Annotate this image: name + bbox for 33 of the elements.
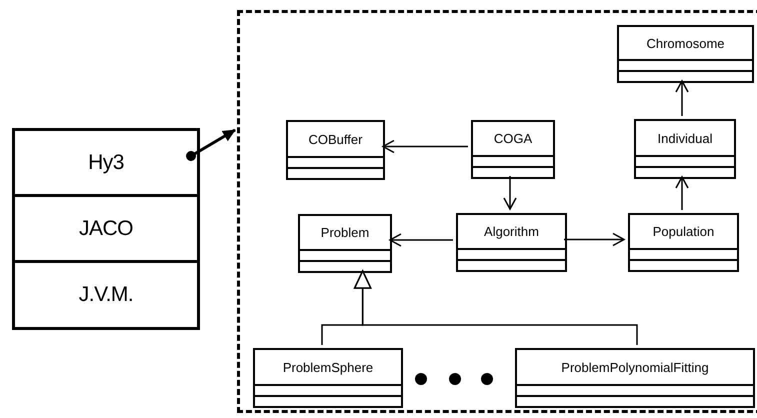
class-box <box>456 213 567 272</box>
inheritance-arrow <box>354 270 638 345</box>
class-box <box>253 348 403 408</box>
class-name: COBuffer <box>308 132 362 146</box>
arrow <box>389 233 453 247</box>
class-box <box>515 348 755 408</box>
class-name: ProblemSphere <box>282 360 374 374</box>
class-box <box>286 120 385 180</box>
class-box <box>634 119 736 179</box>
class-name: Population <box>652 225 714 238</box>
class-name: Algorithm <box>484 225 539 238</box>
layer-box <box>12 194 200 263</box>
class-box <box>628 213 739 272</box>
class-box <box>298 214 392 273</box>
arrow <box>675 176 689 210</box>
class-box <box>617 25 754 83</box>
dashed-frame <box>237 10 757 413</box>
layer-box <box>12 260 200 330</box>
arrow <box>675 80 689 116</box>
layer-label: J.V.M. <box>78 282 134 308</box>
class-name: Individual <box>658 132 712 144</box>
layer-label: Hy3 <box>88 150 124 176</box>
arrow <box>503 176 517 210</box>
layer-label: JACO <box>79 216 133 242</box>
class-name: ProblemPolynomialFitting <box>561 360 709 374</box>
class-name: Chromosome <box>646 36 725 50</box>
class-name: COGA <box>494 132 532 145</box>
arrow <box>186 128 236 161</box>
layer-box <box>12 128 200 197</box>
class-box <box>471 120 555 179</box>
arrow <box>382 140 468 154</box>
arrow <box>564 232 625 246</box>
class-name: Problem <box>320 226 370 239</box>
